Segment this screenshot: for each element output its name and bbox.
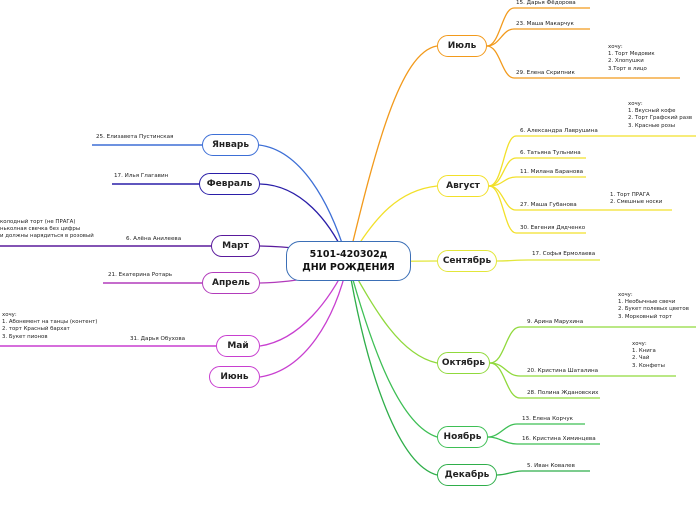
branch-nov (347, 261, 438, 438)
person-label[interactable]: 6. Алёна Анилеева (126, 236, 182, 242)
wish-note-october-1: хочу: 1. Необычные свечи 2. Букет полевы… (618, 292, 689, 320)
person-label[interactable]: 16. Кристина Химинцева (522, 436, 596, 442)
person-label[interactable]: 27. Маша Губанова (520, 202, 577, 208)
month-node-february[interactable]: Февраль (199, 173, 260, 195)
person-label[interactable]: 30. Евгения Дядченко (520, 225, 586, 231)
person-label[interactable]: 15. Дарья Фёдорова (516, 0, 576, 6)
month-node-october[interactable]: Октябрь (437, 352, 490, 374)
wish-note-october-2: хочу: 1. Книга 2. Чай 3. Конфеты (632, 341, 665, 369)
person-label[interactable]: 29. Елена Скрипник (516, 70, 575, 76)
person-label[interactable]: 11. Милана Баранова (520, 169, 584, 175)
person-label[interactable]: 20. Кристина Шаталина (527, 368, 599, 374)
person-label[interactable]: 17. Софья Ермолаева (532, 251, 596, 257)
central-title: 5101-420302д (309, 249, 388, 260)
person-label[interactable]: 6. Александра Лаврушина (520, 128, 598, 134)
month-node-april[interactable]: Апрель (202, 272, 260, 294)
person-label[interactable]: 31. Дарья Обухова (130, 336, 186, 342)
person-label[interactable]: 17. Илья Глагавин (114, 173, 169, 179)
month-node-march[interactable]: Март (211, 235, 260, 257)
person-label[interactable]: 21. Екатерина Ротарь (108, 272, 173, 278)
wish-note-august-1: хочу: 1. Вкусный кофе 2. Торт Графский р… (628, 101, 693, 129)
month-node-december[interactable]: Декабрь (437, 464, 497, 486)
month-node-september[interactable]: Сентябрь (437, 250, 497, 272)
month-node-may[interactable]: Май (216, 335, 260, 357)
wish-note-july: хочу: 1. Торт Медовик 2. Хлопушки 3.Торт… (608, 44, 655, 72)
wish-note-march: колодный торт (не ПРАГА) ньколная свечка… (0, 219, 94, 240)
person-label[interactable]: 13. Елена Корчук (522, 416, 574, 422)
month-node-november[interactable]: Ноябрь (437, 426, 488, 448)
person-label[interactable]: 9. Арина Марухина (527, 319, 584, 325)
branch-dec (347, 261, 438, 476)
month-node-june[interactable]: Июнь (209, 366, 260, 388)
central-topic[interactable]: 5101-420302д ДНИ РОЖДЕНИЯ (286, 241, 411, 281)
person-label[interactable]: 25. Елизавета Пустинская (96, 134, 174, 140)
person-label[interactable]: 5. Иван Ковалев (527, 463, 575, 469)
month-node-july[interactable]: Июль (437, 35, 487, 57)
wish-note-august-2: 1. Торт ПРАГА 2. Смешные носки (610, 192, 663, 206)
central-subtitle: ДНИ РОЖДЕНИЯ (302, 262, 395, 273)
month-node-january[interactable]: Январь (202, 134, 259, 156)
person-label[interactable]: 28. Полина Ждановских (527, 390, 599, 396)
person-label[interactable]: 23. Маша Макарчук (516, 21, 574, 27)
branch-jun (259, 261, 349, 378)
month-node-august[interactable]: Август (437, 175, 489, 197)
branch-jul (347, 45, 438, 263)
wish-note-may: хочу: 1. Абонемент на танцы (контент) 2.… (2, 312, 98, 340)
person-label[interactable]: 6. Татьяна Тульнина (520, 150, 581, 156)
